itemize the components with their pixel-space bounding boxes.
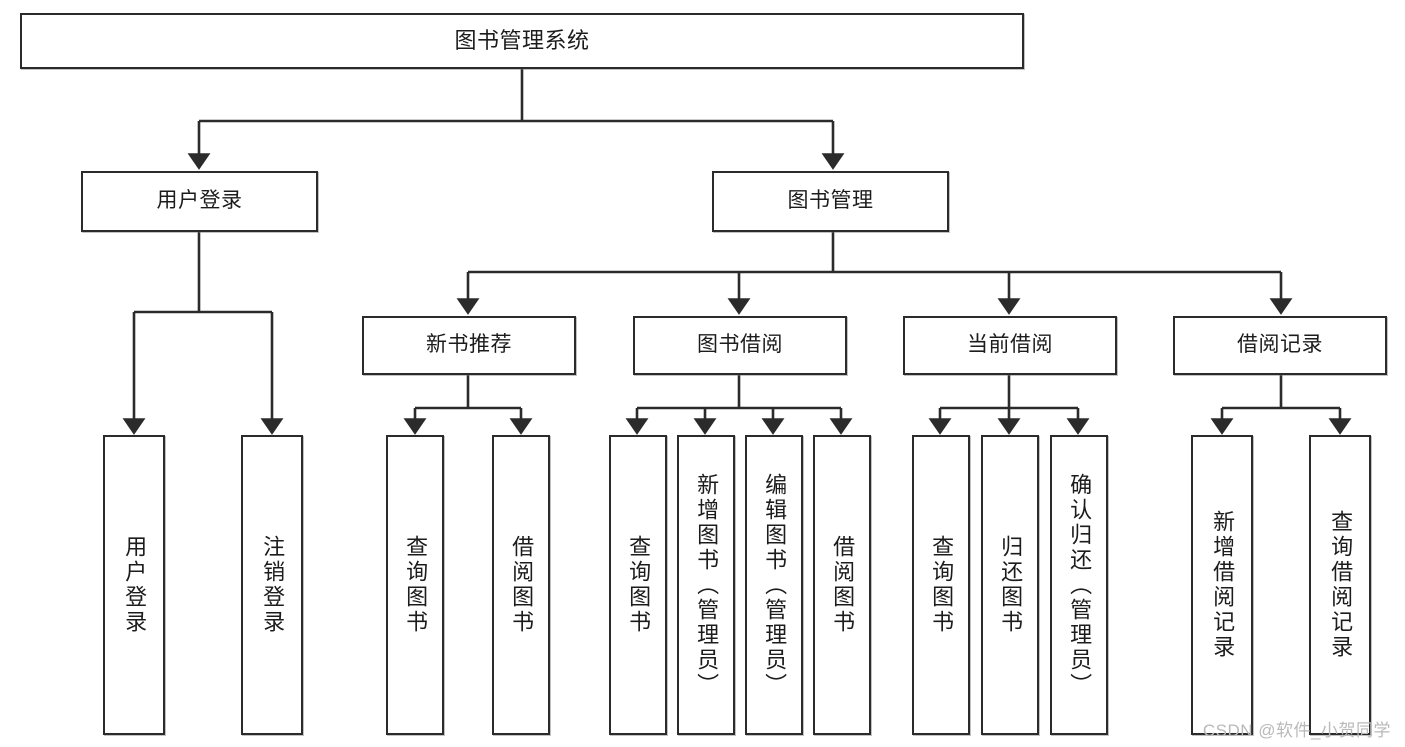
node-leaf-query-book-2[interactable]: 查询图书 bbox=[609, 435, 667, 735]
node-leaf-logout[interactable]: 注销登录 bbox=[241, 435, 303, 735]
node-leaf-add-record[interactable]: 新增借阅记录 bbox=[1191, 435, 1253, 735]
node-leaf-logout-label: 注销登录 bbox=[260, 535, 286, 635]
node-leaf-user-login-label: 用户登录 bbox=[122, 535, 148, 635]
node-user-login-label: 用户登录 bbox=[156, 189, 243, 213]
watermark-text: CSDN @软件_小贺同学 bbox=[1202, 721, 1391, 740]
node-book-manage[interactable]: 图书管理 bbox=[712, 171, 949, 232]
node-leaf-edit-book-label: 编辑图书（管理员） bbox=[762, 472, 788, 698]
node-leaf-borrow-book-1[interactable]: 借阅图书 bbox=[492, 435, 550, 735]
node-leaf-query-book-2-label: 查询图书 bbox=[626, 535, 652, 635]
node-root[interactable]: 图书管理系统 bbox=[20, 13, 1024, 69]
node-current-borrow[interactable]: 当前借阅 bbox=[903, 316, 1117, 375]
node-leaf-user-login[interactable]: 用户登录 bbox=[103, 435, 165, 735]
node-new-book-rec[interactable]: 新书推荐 bbox=[362, 316, 576, 375]
node-leaf-add-book[interactable]: 新增图书（管理员） bbox=[677, 435, 735, 735]
node-leaf-borrow-book-2-label: 借阅图书 bbox=[830, 535, 856, 635]
node-root-label: 图书管理系统 bbox=[454, 28, 590, 54]
node-leaf-add-book-label: 新增图书（管理员） bbox=[694, 472, 720, 698]
node-book-borrow[interactable]: 图书借阅 bbox=[633, 316, 847, 375]
node-leaf-edit-book[interactable]: 编辑图书（管理员） bbox=[745, 435, 803, 735]
node-user-login[interactable]: 用户登录 bbox=[81, 171, 318, 232]
node-leaf-return-book[interactable]: 归还图书 bbox=[981, 435, 1039, 735]
node-leaf-borrow-book-2[interactable]: 借阅图书 bbox=[813, 435, 871, 735]
node-leaf-query-book-1-label: 查询图书 bbox=[403, 535, 429, 635]
node-current-borrow-label: 当前借阅 bbox=[967, 333, 1053, 357]
node-leaf-query-book-3[interactable]: 查询图书 bbox=[912, 435, 970, 735]
node-book-manage-label: 图书管理 bbox=[787, 189, 874, 213]
node-leaf-query-record-label: 查询借阅记录 bbox=[1328, 510, 1354, 660]
node-leaf-query-book-3-label: 查询图书 bbox=[929, 535, 955, 635]
node-borrow-record[interactable]: 借阅记录 bbox=[1173, 316, 1387, 375]
node-leaf-query-book-1[interactable]: 查询图书 bbox=[386, 435, 444, 735]
node-leaf-borrow-book-1-label: 借阅图书 bbox=[509, 535, 535, 635]
node-leaf-return-book-label: 归还图书 bbox=[998, 535, 1024, 635]
node-borrow-record-label: 借阅记录 bbox=[1237, 333, 1323, 357]
node-new-book-rec-label: 新书推荐 bbox=[426, 333, 512, 357]
node-book-borrow-label: 图书借阅 bbox=[697, 333, 783, 357]
node-leaf-confirm-return-label: 确认归还（管理员） bbox=[1067, 472, 1093, 698]
node-leaf-add-record-label: 新增借阅记录 bbox=[1210, 510, 1236, 660]
node-leaf-confirm-return[interactable]: 确认归还（管理员） bbox=[1050, 435, 1108, 735]
node-leaf-query-record[interactable]: 查询借阅记录 bbox=[1309, 435, 1371, 735]
